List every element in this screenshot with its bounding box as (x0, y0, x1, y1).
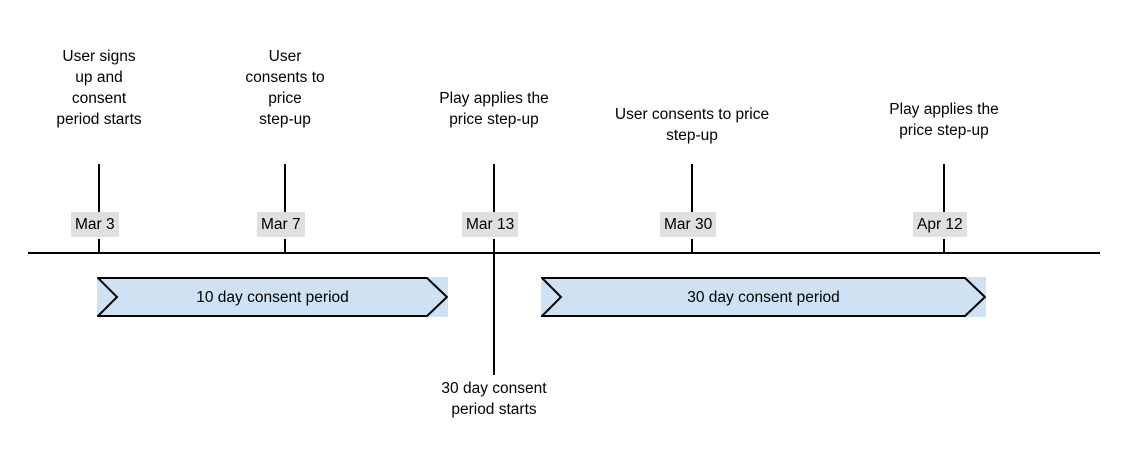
date-chip-mar-3: Mar 3 (71, 212, 119, 237)
event-caption-apr-12: Play applies the price step-up (889, 101, 999, 139)
date-chip-mar-7: Mar 7 (257, 212, 305, 237)
chevron-arrow-icon (541, 277, 986, 317)
consent-band-10-day: 10 day consent period (97, 277, 448, 317)
tick-mar-30-upper (691, 164, 693, 212)
tick-mar-13-upper (493, 164, 495, 212)
tick-mar-13-extended (493, 239, 495, 375)
tick-mar-3-lower (98, 239, 100, 254)
tick-mar-30-lower (691, 239, 693, 254)
tick-mar-7-upper (284, 164, 286, 212)
tick-apr-12-lower (943, 239, 945, 254)
event-caption-mar-7: User consents to price step-up (245, 48, 325, 128)
event-caption-mar-30: User consents to price step-up (614, 106, 770, 144)
consent-band-30-day-label: 30 day consent period (687, 288, 840, 306)
date-chip-mar-13: Mar 13 (462, 212, 519, 237)
event-caption-mar-3: User signs up and consent period starts (56, 48, 142, 128)
event-caption-mar-13: Play applies the price step-up (439, 90, 549, 128)
date-chip-mar-30: Mar 30 (660, 212, 717, 237)
tick-mar-3-upper (98, 164, 100, 212)
date-chip-apr-12: Apr 12 (913, 212, 967, 237)
chevron-arrow-icon (97, 277, 448, 317)
consent-band-10-day-label: 10 day consent period (196, 288, 349, 306)
bottom-caption-mar-13: 30 day consent period starts (441, 380, 547, 418)
timeline-axis (28, 252, 1100, 254)
consent-band-30-day: 30 day consent period (541, 277, 986, 317)
tick-mar-7-lower (284, 239, 286, 254)
tick-apr-12-upper (943, 164, 945, 212)
